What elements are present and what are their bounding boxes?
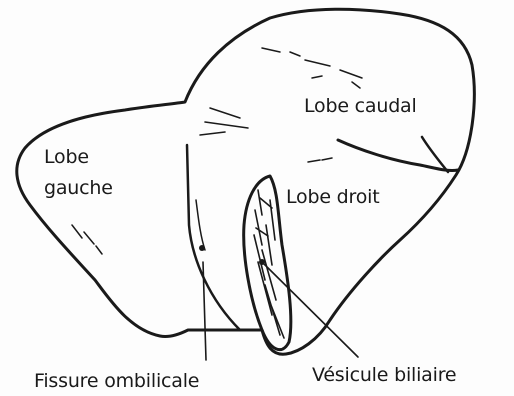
gallbladder-outline xyxy=(244,176,291,350)
umbilical-fissure-line xyxy=(187,145,240,330)
label-lobe-caudal: Lobe caudal xyxy=(304,95,417,117)
sketch-marks xyxy=(72,48,362,254)
label-lobe-gauche-line1: Lobe xyxy=(44,146,89,168)
label-fissure-ombilicale: Fissure ombilicale xyxy=(34,370,199,392)
label-vesicule-biliaire: Vésicule biliaire xyxy=(312,364,456,386)
caudal-lobe-boundary xyxy=(338,140,458,171)
fissure-leader-dot xyxy=(199,245,205,251)
gallbladder-leader-dot xyxy=(259,259,265,265)
label-lobe-droit: Lobe droit xyxy=(286,186,379,208)
umbilical-fissure-inner xyxy=(196,200,205,250)
label-lobe-gauche-line2: gauche xyxy=(44,177,113,199)
